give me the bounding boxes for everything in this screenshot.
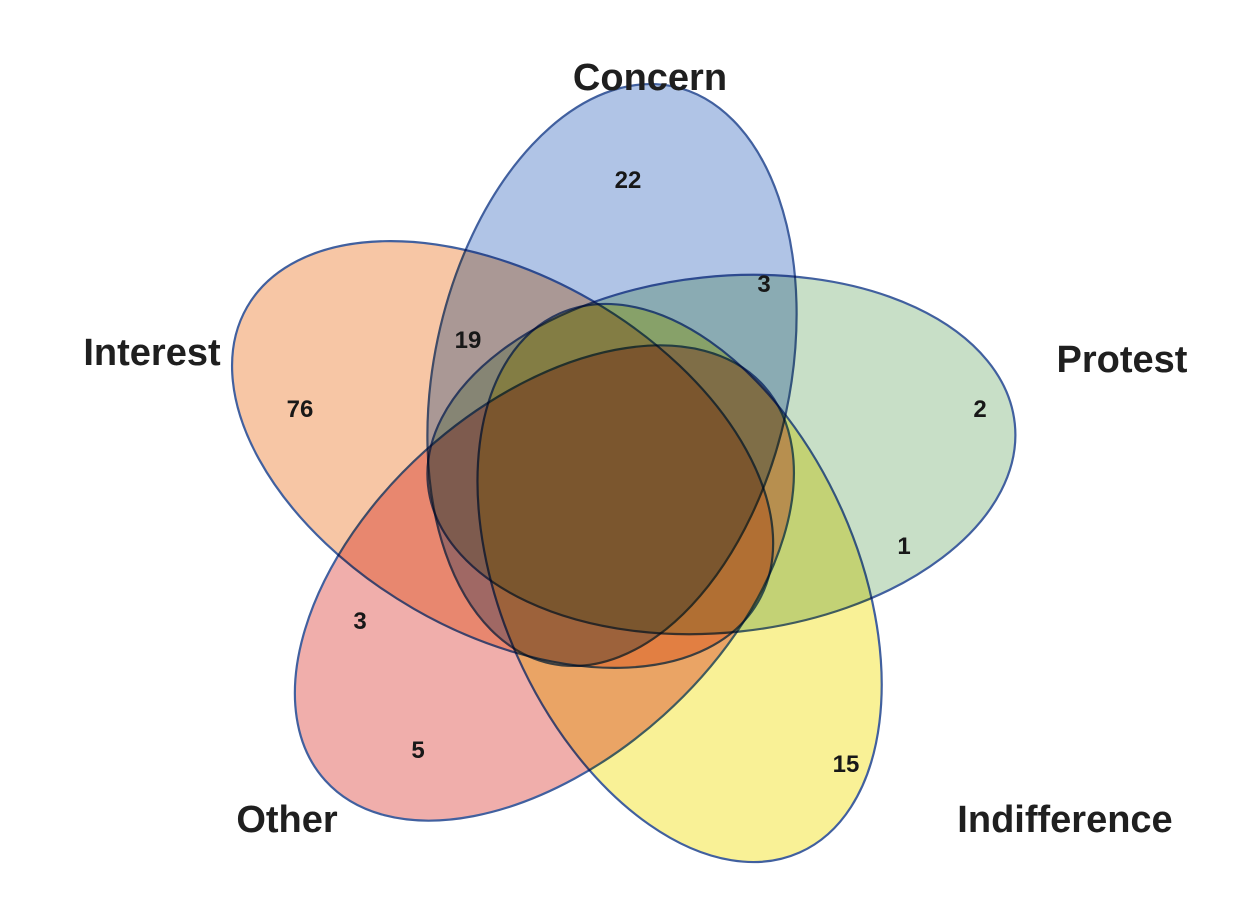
count-protest: 2 xyxy=(973,396,986,423)
count-interest-concern: 19 xyxy=(455,327,482,354)
venn-set-labels: Concern Interest Protest Other Indiffere… xyxy=(83,57,1187,841)
label-concern: Concern xyxy=(573,57,727,99)
label-interest: Interest xyxy=(83,332,221,374)
count-interest: 76 xyxy=(287,396,314,423)
label-protest: Protest xyxy=(1057,339,1188,381)
label-indifference: Indifference xyxy=(957,799,1172,841)
count-indifference: 15 xyxy=(833,751,860,778)
count-protest-indifference: 1 xyxy=(897,533,910,560)
venn-ellipses xyxy=(230,82,1017,864)
venn-ellipse-interest xyxy=(230,240,775,669)
label-other: Other xyxy=(236,799,338,841)
venn-counts: 22 3 19 76 2 1 3 5 15 xyxy=(287,167,987,778)
count-concern-protest: 3 xyxy=(757,271,770,298)
count-other: 5 xyxy=(411,737,424,764)
count-concern: 22 xyxy=(615,167,642,194)
count-other-interest: 3 xyxy=(353,608,366,635)
